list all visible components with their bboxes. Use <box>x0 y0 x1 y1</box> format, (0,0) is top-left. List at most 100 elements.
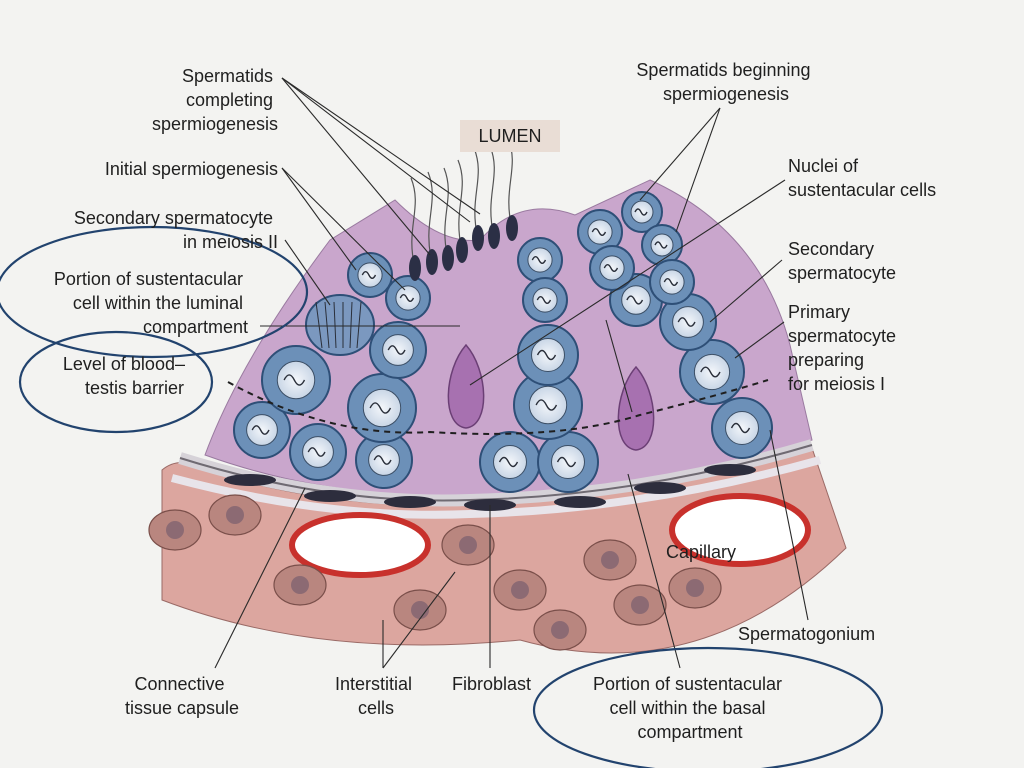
interstitial-nucleus <box>686 579 704 597</box>
label-spermatids-completing: Spermatids completing spermiogenesis <box>152 66 278 134</box>
spindle-fiber <box>356 301 362 349</box>
label-portion-basal: Portion of sustentacular cell within the… <box>593 674 787 742</box>
cell-nucleus <box>302 436 334 468</box>
cell-nucleus <box>532 287 558 313</box>
chromatin-mark <box>373 455 392 465</box>
spindle-fiber <box>349 301 353 349</box>
cell-nucleus <box>587 219 613 245</box>
chromatin-mark <box>626 295 644 305</box>
spermatid-head <box>409 255 421 281</box>
leader-nuclei-sustentacular-2 <box>605 319 633 413</box>
label-connective-tissue: Connective tissue capsule <box>125 674 239 718</box>
spermatid-head <box>456 237 468 263</box>
interstitial-nucleus <box>226 506 244 524</box>
chromatin-mark <box>730 422 751 434</box>
chromatin-mark <box>498 456 519 468</box>
meiosis-spindle-cell <box>305 294 375 356</box>
cell-nucleus <box>672 306 704 338</box>
cell-nucleus <box>246 414 278 446</box>
lumen-label-box <box>460 120 560 152</box>
spermatid-head <box>506 215 518 241</box>
cell-nucleus <box>621 285 651 315</box>
leader-lines <box>214 77 809 669</box>
cell-nucleus <box>599 255 625 281</box>
cell-nucleus <box>531 338 565 372</box>
highlight-oval-barrier <box>18 330 214 434</box>
spindle-fiber <box>333 301 337 349</box>
chromatin-mark <box>536 296 552 304</box>
leader-interstitial-2 <box>382 571 456 669</box>
leader-portion-basal <box>627 473 681 669</box>
interstitial-nucleus <box>411 601 429 619</box>
label-secondary-spermatocyte: Secondary spermatocyte <box>788 239 896 283</box>
cell-nucleus <box>362 388 402 428</box>
cell-nucleus <box>527 247 553 273</box>
chromatin-mark <box>663 278 679 286</box>
label-blood-testis-barrier: Level of blood– testis barrier <box>63 354 190 398</box>
chromatin-mark <box>399 294 415 302</box>
cell-nucleus <box>659 269 685 295</box>
fibroblast-nucleus <box>384 496 436 508</box>
cell-nucleus <box>630 200 654 224</box>
chromatin-mark <box>536 349 557 361</box>
chromatin-mark <box>535 399 558 411</box>
cell-nucleus <box>493 445 527 479</box>
cell-nucleus <box>382 334 414 366</box>
sustentacular-nucleus <box>447 343 485 429</box>
fibroblast-nucleus <box>224 474 276 486</box>
chromatin-mark <box>603 264 619 272</box>
cell-nucleus <box>551 445 585 479</box>
cell-nucleus <box>528 385 568 425</box>
leader-spermatids-completing-2 <box>281 77 471 223</box>
interstitial-nucleus <box>459 536 477 554</box>
leader-initial-spermiogenesis-2 <box>281 167 406 291</box>
chromatin-mark <box>591 228 607 236</box>
interstitial-nucleus <box>291 576 309 594</box>
label-portion-luminal: Portion of sustentacular cell within the… <box>54 269 248 337</box>
leader-secondary-spermatocyte <box>709 259 783 323</box>
leader-spermatids-completing-1 <box>281 77 431 256</box>
chromatin-mark <box>700 366 721 378</box>
chromatin-mark <box>283 374 306 386</box>
label-spermatogonium: Spermatogonium <box>738 624 875 644</box>
cell-nucleus <box>725 411 759 445</box>
cell-nucleus <box>650 233 674 257</box>
spermatid-head <box>426 249 438 275</box>
lumen-label: LUMEN <box>478 126 541 146</box>
spermatid-tail <box>473 147 479 239</box>
spermatid-tail <box>489 145 495 237</box>
interstitial-nucleus <box>166 521 184 539</box>
chromatin-mark <box>251 425 270 435</box>
label-interstitial-cells: Interstitial cells <box>335 674 417 718</box>
label-nuclei-sustentacular: Nuclei of sustentacular cells <box>788 156 936 200</box>
cell-nucleus <box>276 360 316 400</box>
leader-spermatids-completing-3 <box>281 77 481 215</box>
leader-secondary-meiosis <box>284 239 331 306</box>
spermatid-head <box>472 225 484 251</box>
interstitial-nucleus <box>551 621 569 639</box>
chromatin-mark <box>307 447 326 457</box>
interstitial-nucleus <box>601 551 619 569</box>
chromatin-mark <box>634 208 648 216</box>
blood-testis-barrier-line <box>227 379 769 435</box>
spermatid-head <box>442 245 454 271</box>
cell-nucleus <box>357 262 383 288</box>
fibroblast-nucleus <box>304 490 356 502</box>
leader-spermatids-beginning-2 <box>675 107 721 233</box>
highlight-oval-luminal <box>0 225 309 359</box>
leader-spermatids-beginning-1 <box>639 107 721 201</box>
leader-nuclei-sustentacular-1 <box>469 179 786 386</box>
label-fibroblast: Fibroblast <box>452 674 531 694</box>
spermatid-tail <box>457 159 463 251</box>
capillary-left <box>289 512 431 578</box>
cell-nucleus <box>368 444 400 476</box>
cell-layer <box>148 137 773 651</box>
chromatin-mark <box>369 402 392 414</box>
chromatin-mark <box>387 345 406 355</box>
label-secondary-spermatocyte-meiosis: Secondary spermatocyte in meiosis II <box>74 208 278 252</box>
chromatin-mark <box>361 271 377 279</box>
leader-initial-spermiogenesis-1 <box>281 167 357 271</box>
chromatin-mark <box>654 241 668 249</box>
label-initial-spermiogenesis: Initial spermiogenesis <box>105 159 278 179</box>
